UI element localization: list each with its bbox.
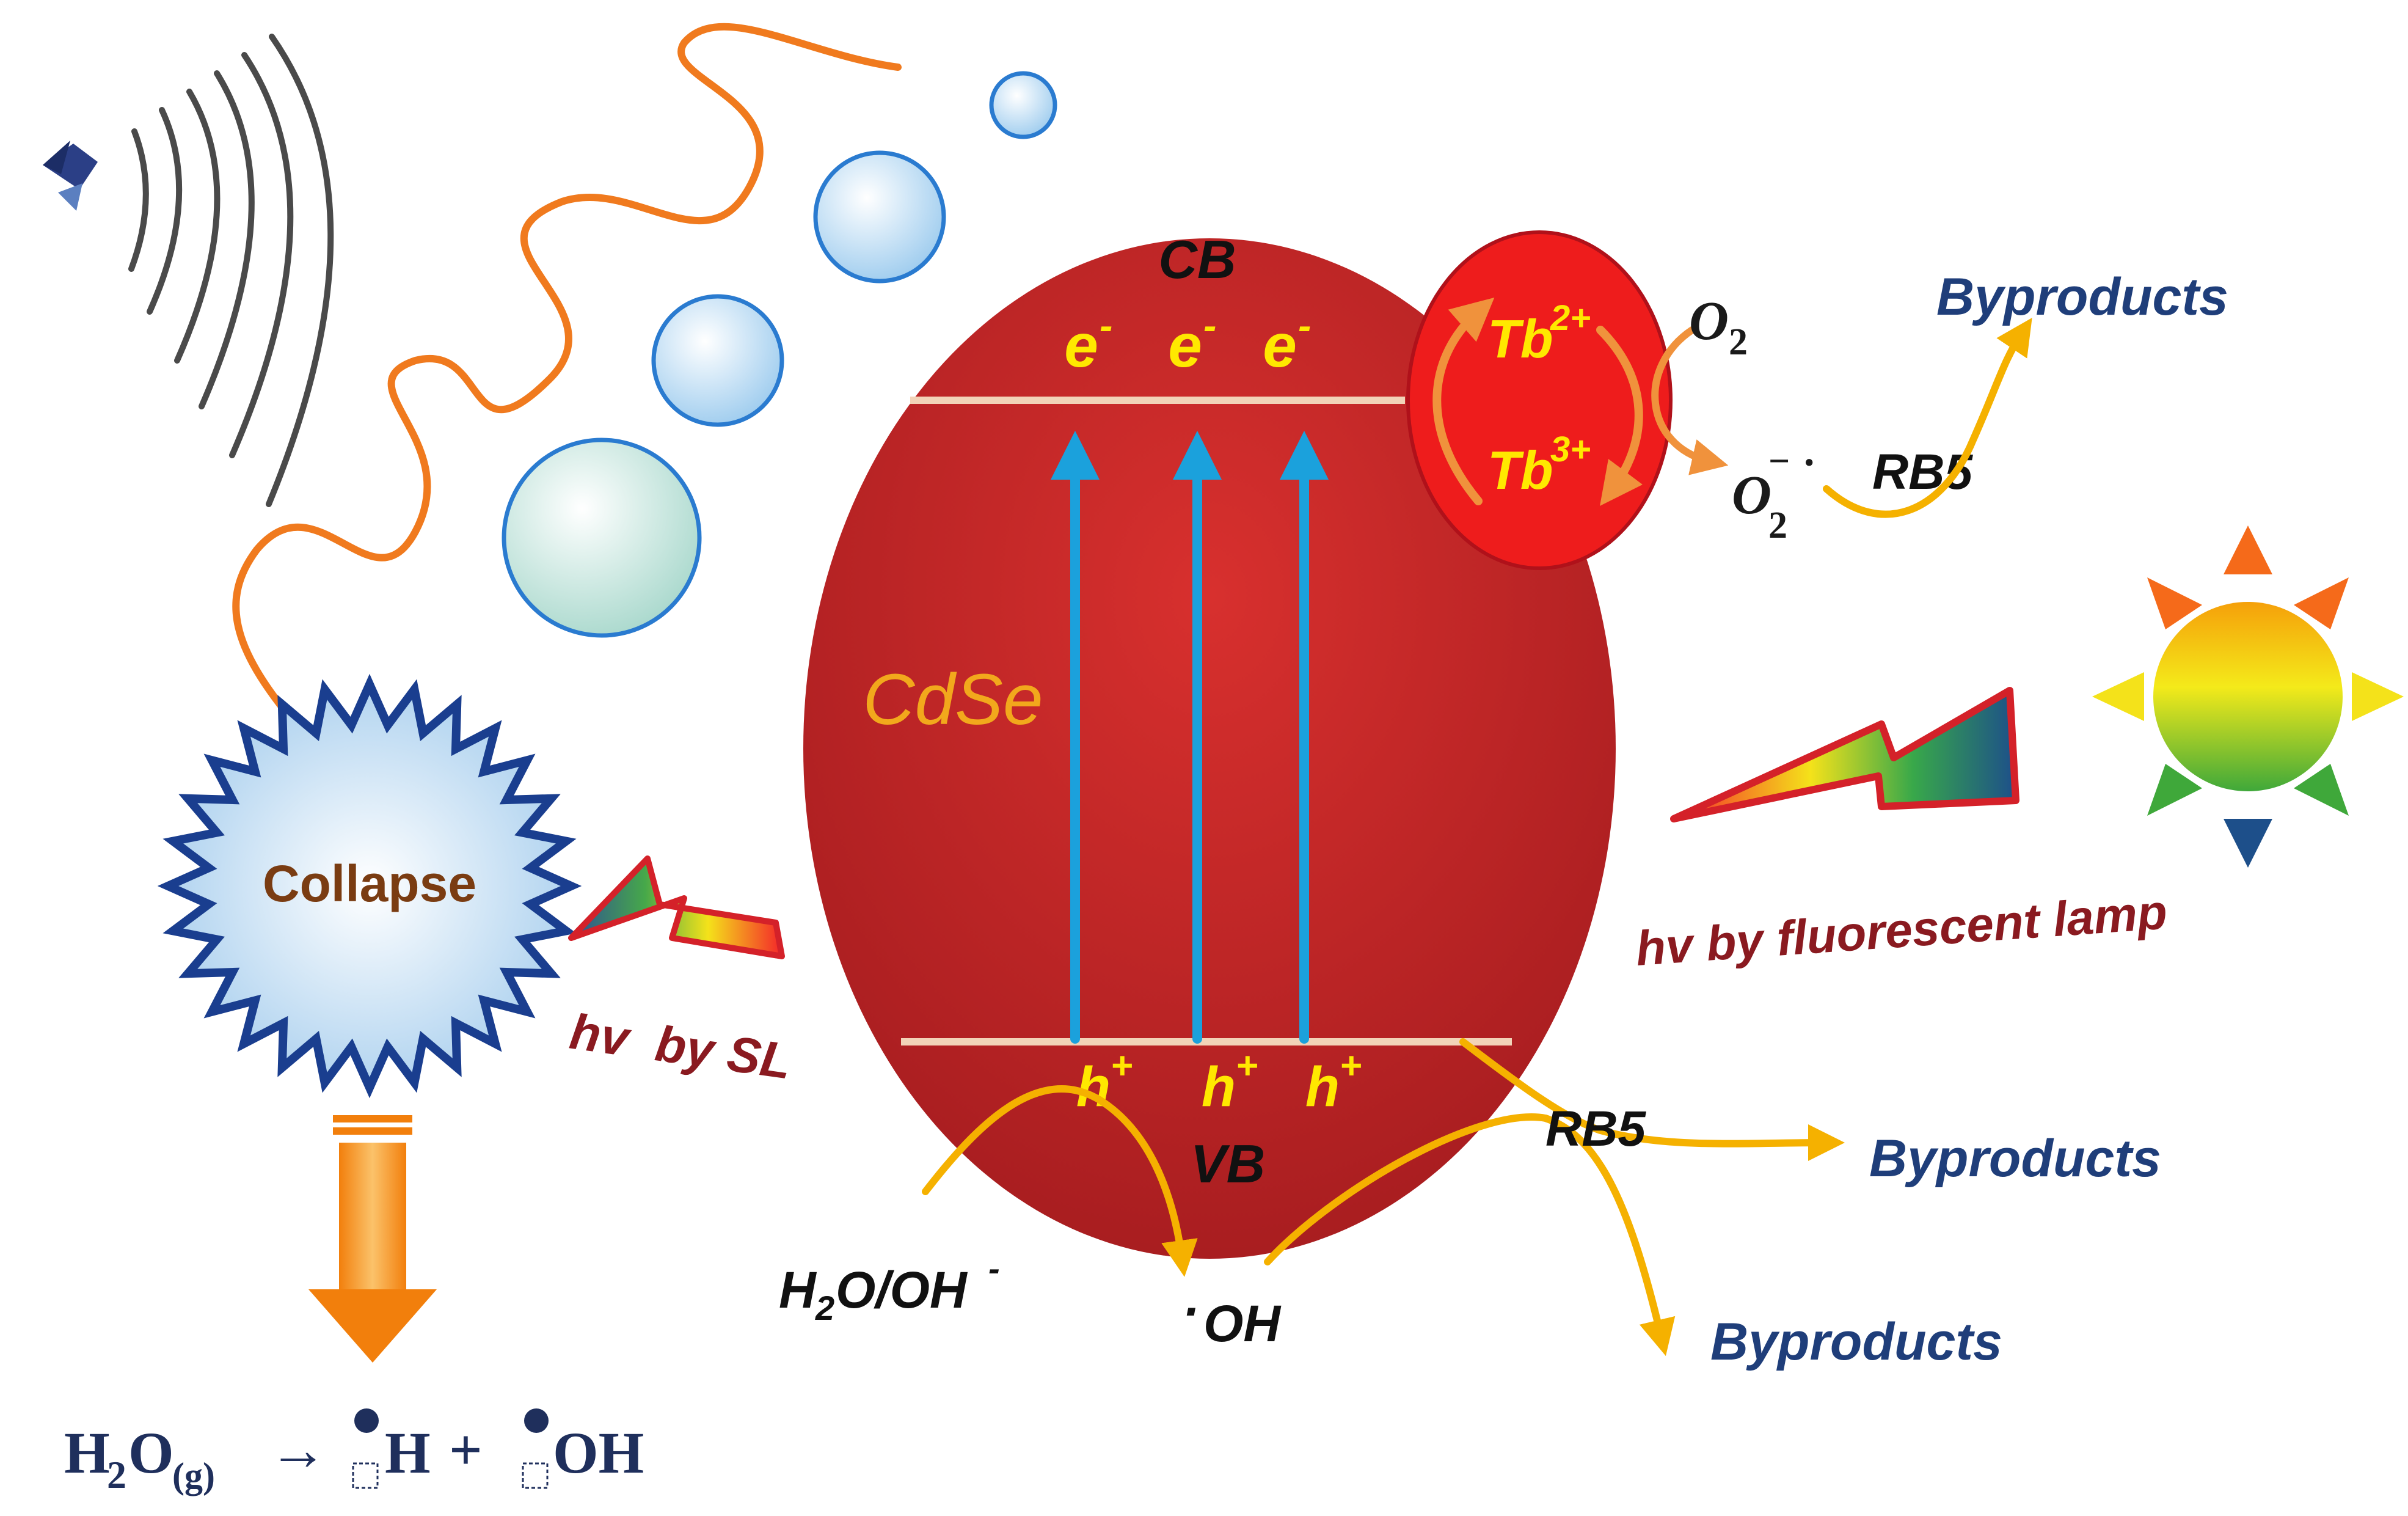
- tb3-label: Tb: [1487, 440, 1553, 500]
- down-arrow-icon: [308, 1115, 437, 1363]
- tb3-sup: 3+: [1550, 430, 1591, 469]
- tb2-sup: 2+: [1550, 298, 1591, 338]
- electron-1: e: [1064, 312, 1098, 380]
- byproducts-top-label: Byproducts: [1936, 268, 2228, 326]
- hv-lamp-label: hv by fluorescent lamp: [1634, 884, 2169, 976]
- cb-label: CB: [1158, 229, 1236, 290]
- hole-1: h: [1076, 1056, 1111, 1118]
- eq-oh: OH: [553, 1420, 644, 1485]
- radical-equation: H 2 O (g) → H + OH: [64, 1408, 644, 1496]
- eq-h: H: [385, 1420, 431, 1485]
- rb5-bottom-label: RB5: [1545, 1101, 1646, 1157]
- water-rest-label: O/OH: [836, 1261, 968, 1319]
- lightning-icon: [568, 855, 785, 959]
- eq-h2o-sub: 2: [107, 1453, 126, 1496]
- vb-label: VB: [1191, 1133, 1265, 1194]
- cdse-particle: [803, 238, 1616, 1259]
- radical-dot-h: [354, 1408, 379, 1433]
- collapse-starburst: Collapse: [157, 673, 582, 1099]
- tb-dopant-circle: [1406, 230, 1673, 570]
- placeholder-box-oh: [522, 1462, 549, 1489]
- sound-wave-icon: [128, 34, 334, 507]
- superoxide-label: O: [1732, 465, 1771, 525]
- tb-redox-cycle: [1432, 297, 1643, 507]
- eq-plus: +: [449, 1417, 483, 1482]
- o2-label: O: [1689, 291, 1729, 351]
- superoxide-sub: 2: [1768, 505, 1787, 546]
- hydroxyl-label: OH: [1203, 1295, 1282, 1352]
- hv-sl-label: hv by SL: [566, 1004, 795, 1090]
- hole-1-sup: +: [1111, 1045, 1133, 1087]
- electron-2-sup: -: [1203, 304, 1216, 348]
- excitation-arrows: [1051, 431, 1329, 1044]
- placeholder-box-h: [352, 1462, 379, 1489]
- cdse-label: CdSe: [863, 659, 1043, 740]
- hole-3: h: [1305, 1056, 1340, 1118]
- collapse-label: Collapse: [263, 855, 476, 912]
- vb-reaction-arrows: [922, 1038, 1845, 1357]
- radical-dot-oh: [524, 1408, 549, 1433]
- superoxide-sup: −: [1768, 441, 1790, 482]
- speaker-icon: [43, 141, 98, 211]
- hole-3-sup: +: [1340, 1045, 1362, 1087]
- eq-h2o: H: [64, 1420, 110, 1485]
- oxygen-reduction-arrow: [1651, 326, 1729, 475]
- bubble-icon: [502, 71, 1057, 638]
- lightning-icon: [1670, 687, 2019, 822]
- hole-2: h: [1202, 1056, 1236, 1118]
- rb5-top-arrow: [1823, 318, 2032, 518]
- ultrasound-wave: [232, 23, 902, 725]
- water-h-label: H: [779, 1261, 817, 1319]
- byproducts-mid-label: Byproducts: [1869, 1129, 2161, 1188]
- eq-o: O: [128, 1420, 174, 1485]
- water-sub: 2: [815, 1289, 834, 1327]
- hole-2-sup: +: [1236, 1045, 1258, 1087]
- electron-3: e: [1263, 312, 1297, 380]
- electron-1-sup: -: [1100, 304, 1112, 348]
- holes: h + h + h +: [1076, 1045, 1362, 1118]
- sun-icon: [2092, 525, 2404, 868]
- eq-arrow: →: [269, 1417, 327, 1482]
- tb2-label: Tb: [1487, 309, 1553, 369]
- eq-g: (g): [172, 1456, 215, 1496]
- byproducts-bottom-label: Byproducts: [1710, 1313, 2002, 1371]
- superoxide-dot: ·: [1802, 439, 1816, 486]
- electron-2: e: [1168, 312, 1202, 380]
- hydroxyl-dot: ·: [1182, 1283, 1199, 1340]
- electron-3-sup: -: [1298, 304, 1311, 348]
- electrons: e - e - e -: [1064, 304, 1311, 380]
- water-sup: -: [988, 1249, 1000, 1287]
- o2-sub: 2: [1729, 321, 1748, 363]
